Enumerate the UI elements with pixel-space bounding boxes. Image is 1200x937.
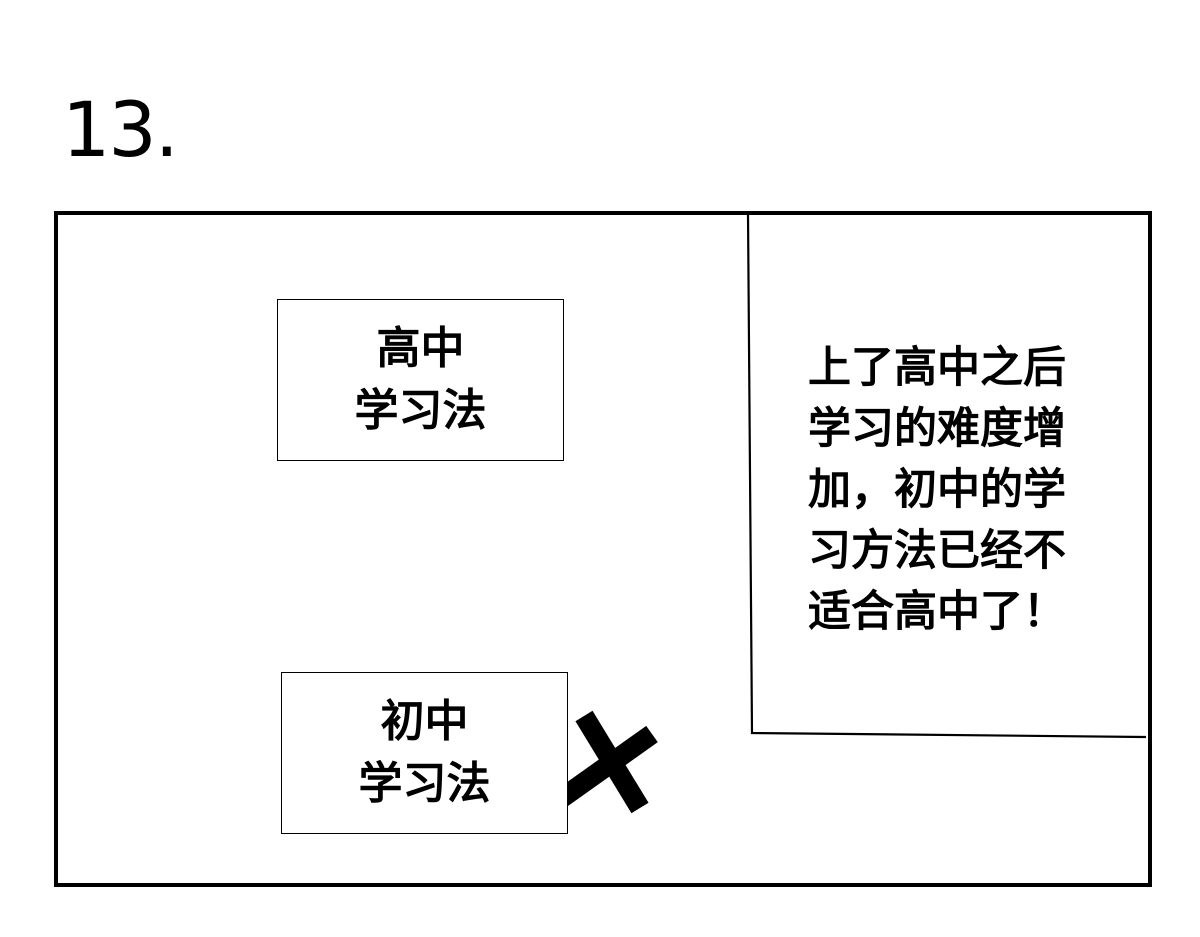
caption-line: 适合高中了！ [808,587,1066,637]
caption-line: 学习的难度增 [808,404,1066,454]
caption-text: 上了高中之后 学习的难度增 加，初中的学 习方法已经不 适合高中了！ [808,338,1108,643]
caption-panel-border [746,213,1147,739]
study-method-label: 学习法 [358,758,491,809]
cross-icon [556,710,658,814]
middle-school-method-box: 初中 学习法 [281,672,568,834]
high-school-label: 高中 [376,323,465,374]
comic-panel-frame [54,211,1152,887]
caption-line: 上了高中之后 [808,343,1066,393]
middle-school-label: 初中 [380,696,469,747]
caption-line: 加，初中的学 [808,465,1066,515]
page-number: 13. [62,85,179,174]
caption-line: 习方法已经不 [808,526,1066,576]
study-method-label: 学习法 [354,385,487,436]
high-school-method-box: 高中 学习法 [277,299,564,461]
